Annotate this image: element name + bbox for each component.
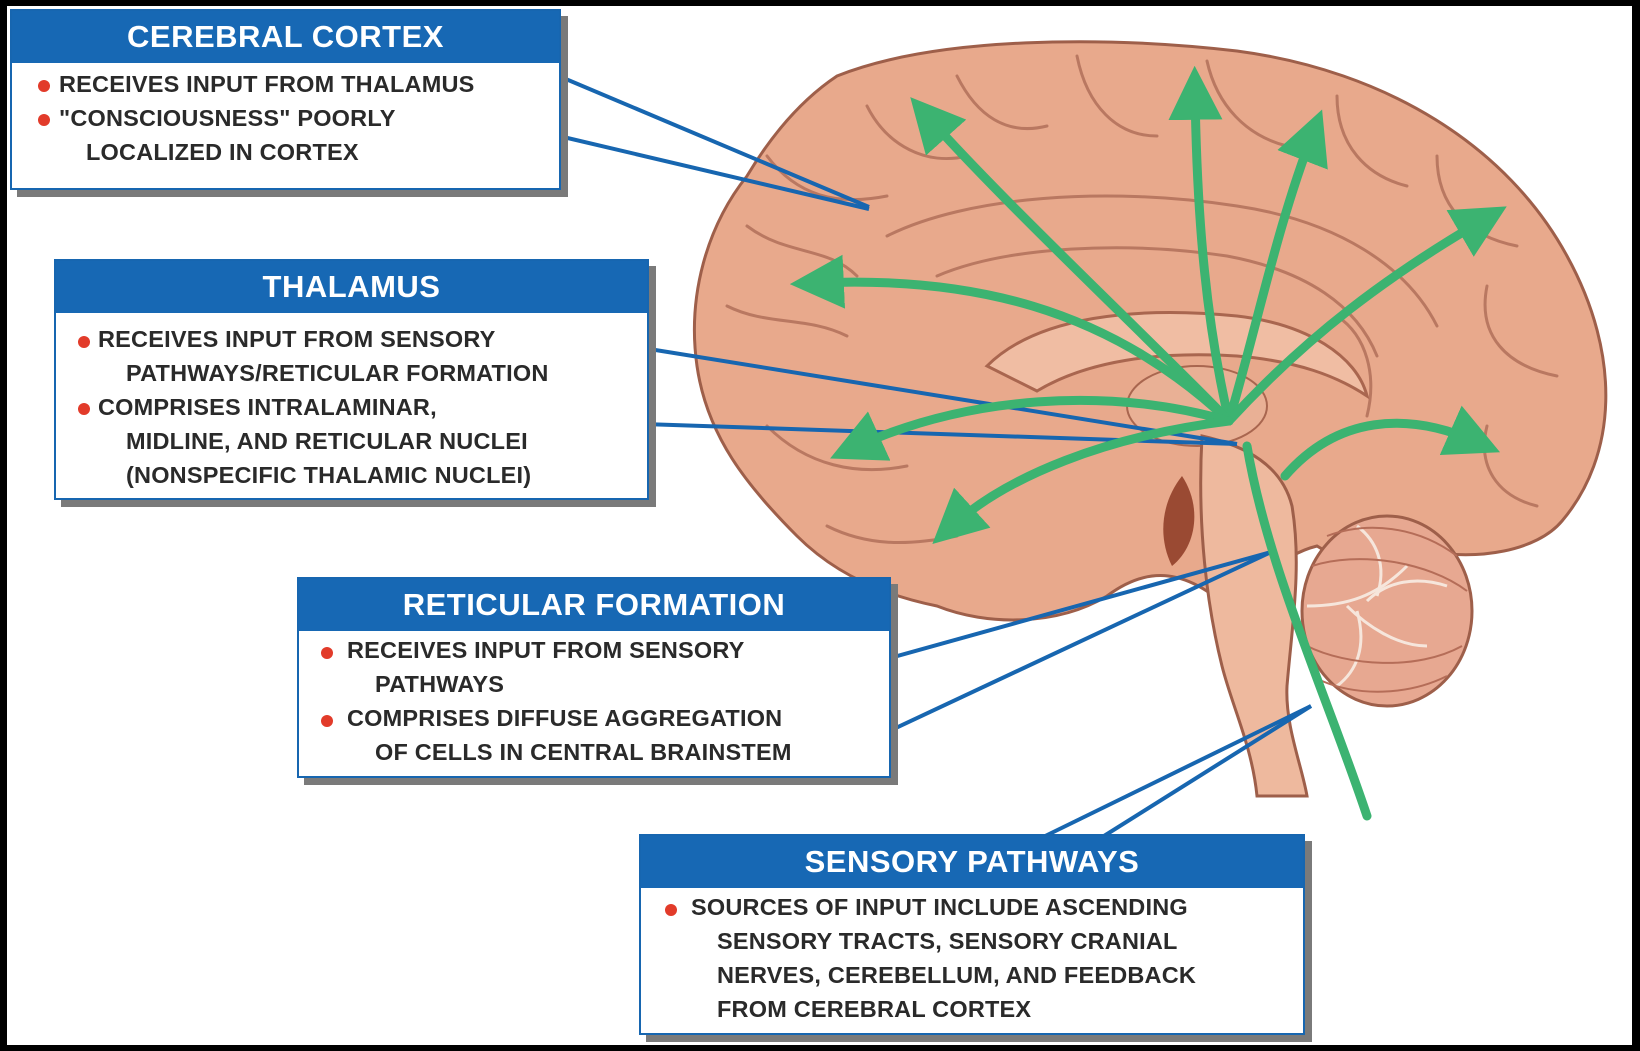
cerebellum-arbor [1306, 524, 1448, 688]
cerebral-cortex-bullet-2-line-1: "CONSCIOUSNESS" POORLY [59, 105, 396, 131]
reticular-formation-bullet-1-line-1: RECEIVES INPUT FROM SENSORY [347, 637, 745, 663]
reticular-formation-bullet-2-line-1: COMPRISES DIFFUSE AGGREGATION [347, 705, 783, 731]
sensory-pathways-title: SENSORY PATHWAYS [641, 836, 1303, 888]
diagram-canvas: CEREBRAL CORTEX RECEIVES INPUT FROM THAL… [7, 6, 1632, 1045]
bullet-dot [665, 904, 677, 916]
reticular-formation-box: RETICULAR FORMATION RECEIVES INPUT FROM … [297, 577, 891, 778]
sensory-pathways-bullet-1-line-2: SENSORY TRACTS, SENSORY CRANIAL [717, 928, 1178, 954]
bullet-dot [38, 114, 50, 126]
brainstem [1199, 434, 1309, 798]
ventricle-shape [1163, 476, 1195, 566]
projection-arrows [789, 65, 1507, 821]
sensory-pathways-box: SENSORY PATHWAYS SOURCES OF INPUT INCLUD… [639, 834, 1305, 1035]
bullet-dot [321, 647, 333, 659]
reticular-formation-bullet-2-line-2: OF CELLS IN CENTRAL BRAINSTEM [375, 739, 792, 765]
bullet-dot [321, 715, 333, 727]
bullet-dot [38, 80, 50, 92]
arrow-to-occipital-top [1224, 206, 1507, 426]
pointer-lines [534, 64, 1313, 843]
thalamus-box: THALAMUS RECEIVES INPUT FROM SENSORY PAT… [54, 259, 649, 500]
bullet-dot [78, 336, 90, 348]
arrow-to-frontal-lower [830, 395, 1234, 461]
reticular-formation-title: RETICULAR FORMATION [299, 579, 889, 631]
cerebral-cortex-bullet-1-line-1: RECEIVES INPUT FROM THALAMUS [59, 71, 475, 97]
cerebellum [1300, 514, 1474, 708]
cerebral-cortex-bullet-2-line-2: LOCALIZED IN CORTEX [86, 139, 359, 165]
arrow-to-parietal [1224, 109, 1328, 426]
arrow-to-parietal-top [1168, 65, 1234, 426]
reticular-formation-bullet-1-line-2: PATHWAYS [375, 671, 505, 697]
brain-illustration [534, 40, 1608, 843]
thalamus-bullet-2-line-3: (NONSPECIFIC THALAMIC NUCLEI) [126, 462, 532, 488]
thalamus-bullet-2-line-1: COMPRISES INTRALAMINAR, [98, 394, 437, 420]
arrow-to-frontal [789, 254, 1234, 426]
thalamus-bullet-2-line-2: MIDLINE, AND RETICULAR NUCLEI [126, 428, 528, 454]
cerebral-cortex-title: CEREBRAL CORTEX [12, 11, 559, 63]
thalamus-title: THALAMUS [56, 261, 647, 313]
sensory-pathways-bullet-1-line-4: FROM CEREBRAL CORTEX [717, 996, 1032, 1022]
sensory-pathways-bullet-1-line-1: SOURCES OF INPUT INCLUDE ASCENDING [691, 894, 1188, 920]
sensory-pathways-bullet-1-line-3: NERVES, CEREBELLUM, AND FEEDBACK [717, 962, 1197, 988]
cerebellum-folia [1306, 526, 1468, 693]
thalamus-bullet-1-line-1: RECEIVES INPUT FROM SENSORY [98, 326, 496, 352]
thalamus-bullet-1-line-2: PATHWAYS/RETICULAR FORMATION [126, 360, 549, 386]
cerebral-cortex-box: CEREBRAL CORTEX RECEIVES INPUT FROM THAL… [10, 9, 561, 190]
ascending-pathway-line [1242, 441, 1372, 821]
arrow-to-temporal [932, 416, 1234, 544]
arrow-to-occipital [1280, 405, 1501, 481]
bullet-dot [78, 403, 90, 415]
